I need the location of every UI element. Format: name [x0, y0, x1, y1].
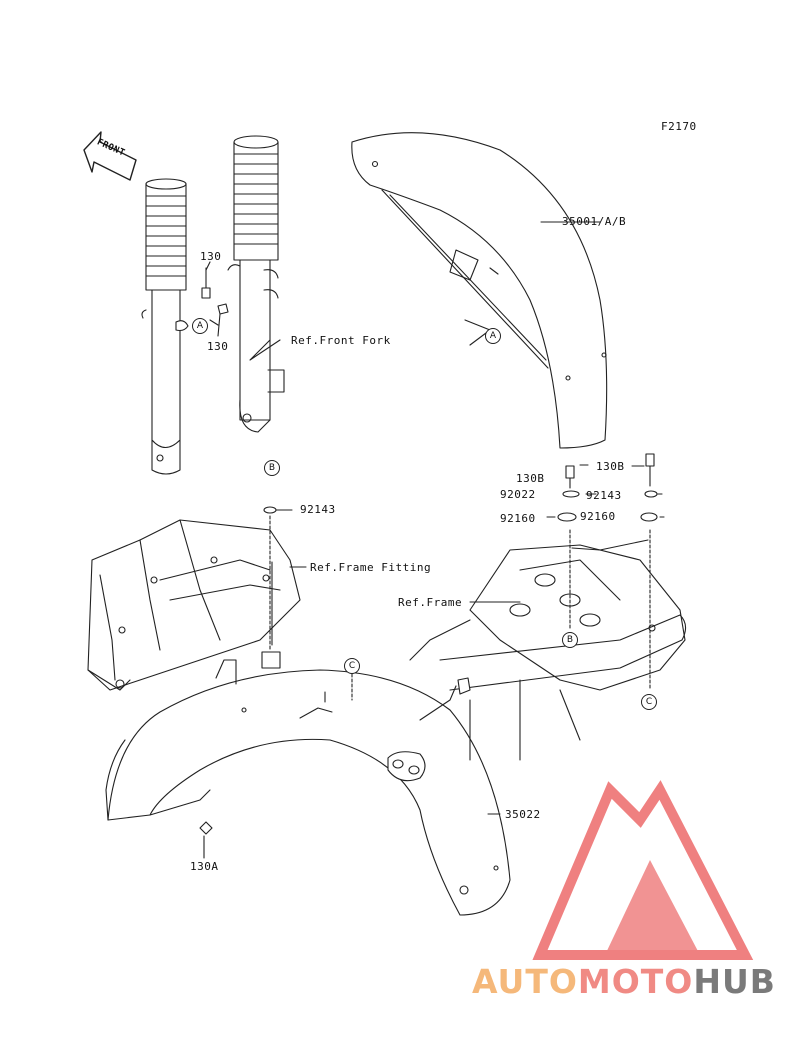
- frame: [409, 544, 687, 761]
- callout-92022: 92022: [500, 488, 536, 501]
- bolt-130-bottom: [217, 303, 229, 337]
- callout-ref-front-fork: Ref.Front Fork: [291, 334, 391, 347]
- marker-a-fork: A: [192, 318, 208, 334]
- callout-35022: 35022: [505, 808, 541, 821]
- callout-130-top: 130: [200, 250, 222, 263]
- marker-c-fender: C: [344, 658, 360, 674]
- callout-92160-right: 92160: [580, 510, 616, 523]
- marker-b-frame: B: [562, 632, 578, 648]
- washer-92022: [562, 490, 580, 498]
- callout-ref-frame-fitting: Ref.Frame Fitting: [310, 561, 432, 574]
- marker-b-fork: B: [264, 460, 280, 476]
- marker-a-fender: A: [485, 328, 501, 344]
- watermark-part-hub: HUB: [693, 962, 776, 1001]
- grommet-92160-left: [557, 512, 577, 522]
- callout-92143-left: 92143: [300, 503, 336, 516]
- right-fork-tube: [227, 135, 285, 433]
- callout-130b-left: 130B: [516, 472, 545, 485]
- washer-92143-left: [263, 506, 277, 514]
- washer-92143-right: [644, 490, 658, 498]
- frame-fitting: [87, 519, 301, 691]
- figure-code: F2170: [661, 120, 697, 133]
- grommet-92160-right: [640, 512, 658, 522]
- left-fork-tube: [141, 178, 187, 475]
- watermark-text: AUTOMOTOHUB: [472, 962, 776, 1001]
- front-arrow-icon: [83, 131, 137, 181]
- marker-c-frame: C: [641, 694, 657, 710]
- front-fender: [351, 132, 608, 449]
- bolt-130b-left: [565, 465, 575, 489]
- callout-130-bottom: 130: [207, 340, 229, 353]
- bolt-130-top: [201, 267, 211, 299]
- watermark-part-auto: AUTO: [472, 962, 578, 1001]
- callout-35001: 35001/A/B: [562, 215, 627, 228]
- rear-fender: [105, 651, 511, 916]
- watermark-part-moto: MOTO: [577, 962, 694, 1001]
- callout-92143-right: 92143: [586, 489, 622, 502]
- bolt-130b-right: [645, 453, 655, 487]
- callout-ref-frame: Ref.Frame: [398, 596, 463, 609]
- callout-130b-right: 130B: [596, 460, 625, 473]
- callout-92160-left: 92160: [500, 512, 536, 525]
- watermark-logo-icon: [532, 780, 754, 960]
- callout-130a: 130A: [190, 860, 219, 873]
